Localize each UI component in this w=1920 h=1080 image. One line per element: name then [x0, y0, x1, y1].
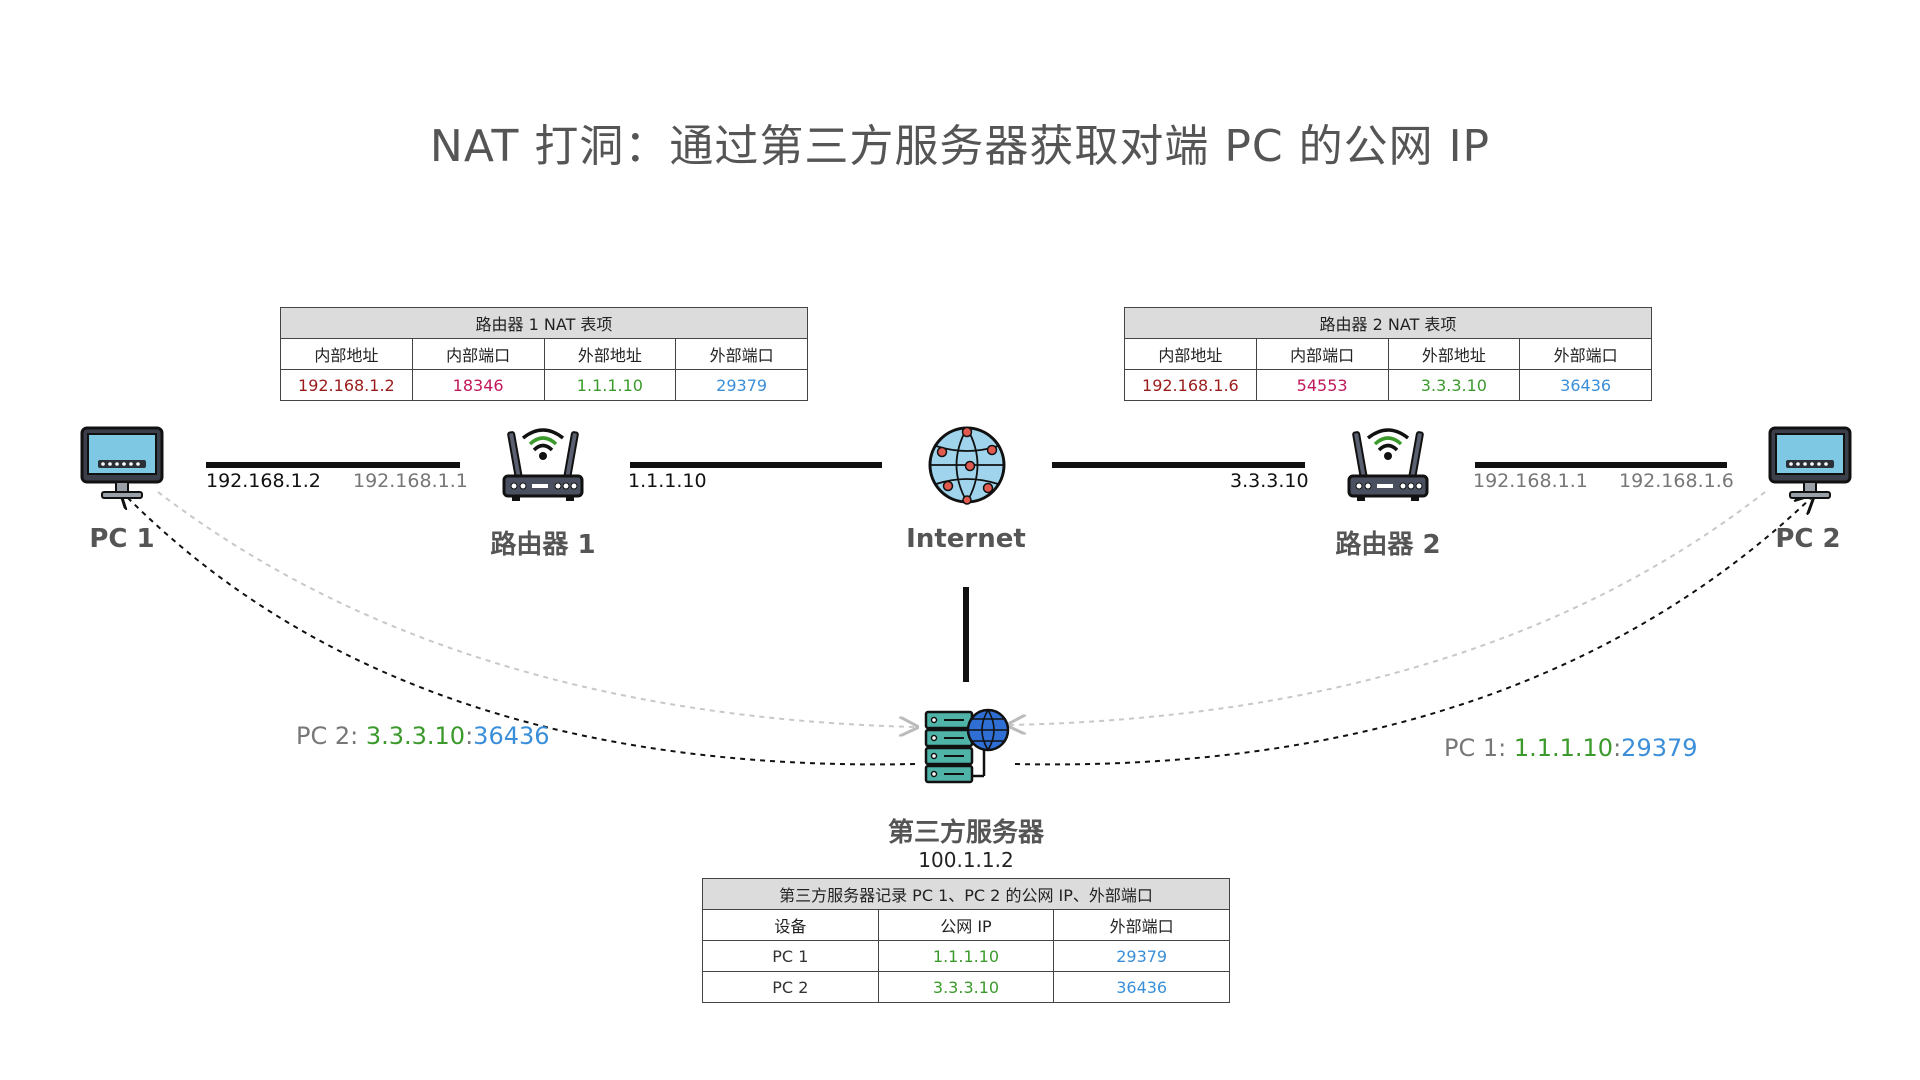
diagram-title: NAT 打洞：通过第三方服务器获取对端 PC 的公网 IP	[429, 121, 1491, 172]
router2-nat-caption: 路由器 2 NAT 表项	[1124, 307, 1652, 339]
router1-wifi-icon	[502, 428, 584, 501]
cell-internal-port: 18346	[411, 369, 545, 401]
gray-arrow-pc2-to-server	[1010, 491, 1766, 725]
cell-internal-addr: 192.168.1.6	[1124, 369, 1257, 401]
cell-internal-port: 54553	[1255, 369, 1389, 401]
cell-external-addr: 1.1.1.10	[543, 369, 677, 401]
cell-external-port: 36436	[1519, 369, 1652, 401]
annotation-ip: 3.3.3.10	[365, 722, 466, 750]
server-globe-icon	[924, 708, 1010, 784]
pc2-label: PC 2	[1775, 524, 1841, 554]
server-table-caption: 第三方服务器记录 PC 1、PC 2 的公网 IP、外部端口	[702, 878, 1230, 910]
header-internal-port: 内部端口	[411, 338, 545, 370]
cell-device: PC 2	[702, 971, 879, 1003]
internet-globe-icon	[928, 426, 1006, 505]
router1-lan-ip: 192.168.1.1	[353, 470, 468, 492]
header-external-port: 外部端口	[1053, 909, 1230, 941]
table-row: PC 2 3.3.3.10 36436	[702, 971, 1230, 1003]
server-record-table: 第三方服务器记录 PC 1、PC 2 的公网 IP、外部端口 设备 公网 IP …	[702, 878, 1230, 1003]
cell-external-addr: 3.3.3.10	[1387, 369, 1521, 401]
header-external-addr: 外部地址	[543, 338, 677, 370]
annotation-pc2-endpoint: PC 2: 3.3.3.10:36436	[296, 722, 550, 750]
cell-public-ip: 1.1.1.10	[877, 940, 1055, 972]
annotation-sep: :	[1613, 734, 1622, 762]
router2-wan-ip: 3.3.3.10	[1230, 470, 1309, 492]
router1-nat-table: 路由器 1 NAT 表项 内部地址 内部端口 外部地址 外部端口 192.168…	[280, 307, 808, 401]
header-internal-addr: 内部地址	[280, 338, 413, 370]
pc2-monitor-icon	[1768, 426, 1852, 499]
cell-internal-addr: 192.168.1.2	[280, 369, 413, 401]
header-external-port: 外部端口	[675, 338, 808, 370]
table-row: 192.168.1.2 18346 1.1.1.10 29379	[280, 369, 808, 401]
pc1-label: PC 1	[89, 524, 155, 554]
header-external-port: 外部端口	[1519, 338, 1652, 370]
annotation-pc1-endpoint: PC 1: 1.1.1.10:29379	[1444, 734, 1698, 762]
router1-wan-ip: 1.1.1.10	[628, 470, 707, 492]
pc1-ip: 192.168.1.2	[206, 470, 321, 492]
header-internal-addr: 内部地址	[1124, 338, 1257, 370]
annotation-port: 29379	[1621, 734, 1698, 762]
header-public-ip: 公网 IP	[877, 909, 1055, 941]
cell-external-port: 29379	[1053, 940, 1230, 972]
header-device: 设备	[702, 909, 879, 941]
pc1-monitor-icon	[80, 426, 164, 499]
router2-wifi-icon	[1347, 428, 1429, 501]
annotation-prefix: PC 2:	[296, 722, 366, 750]
server-ip: 100.1.1.2	[918, 848, 1014, 872]
router2-label: 路由器 2	[1335, 530, 1441, 560]
annotation-prefix: PC 1:	[1444, 734, 1514, 762]
black-arrow-server-to-pc2	[1014, 497, 1812, 766]
header-external-addr: 外部地址	[1387, 338, 1521, 370]
pc2-ip: 192.168.1.6	[1619, 470, 1734, 492]
cell-public-ip: 3.3.3.10	[877, 971, 1055, 1003]
router2-nat-table: 路由器 2 NAT 表项 内部地址 内部端口 外部地址 外部端口 192.168…	[1124, 307, 1652, 401]
black-arrow-server-to-pc1	[122, 492, 916, 766]
cell-external-port: 29379	[675, 369, 808, 401]
annotation-ip: 1.1.1.10	[1513, 734, 1614, 762]
cell-device: PC 1	[702, 940, 879, 972]
cell-external-port: 36436	[1053, 971, 1230, 1003]
header-internal-port: 内部端口	[1255, 338, 1389, 370]
router1-label: 路由器 1	[490, 530, 596, 560]
server-label: 第三方服务器	[887, 818, 1044, 848]
table-row: PC 1 1.1.1.10 29379	[702, 940, 1230, 972]
router1-nat-caption: 路由器 1 NAT 表项	[280, 307, 808, 339]
annotation-sep: :	[465, 722, 474, 750]
router2-lan-ip: 192.168.1.1	[1473, 470, 1588, 492]
annotation-port: 36436	[473, 722, 550, 750]
table-row: 192.168.1.6 54553 3.3.3.10 36436	[1124, 369, 1652, 401]
internet-label: Internet	[906, 524, 1026, 554]
